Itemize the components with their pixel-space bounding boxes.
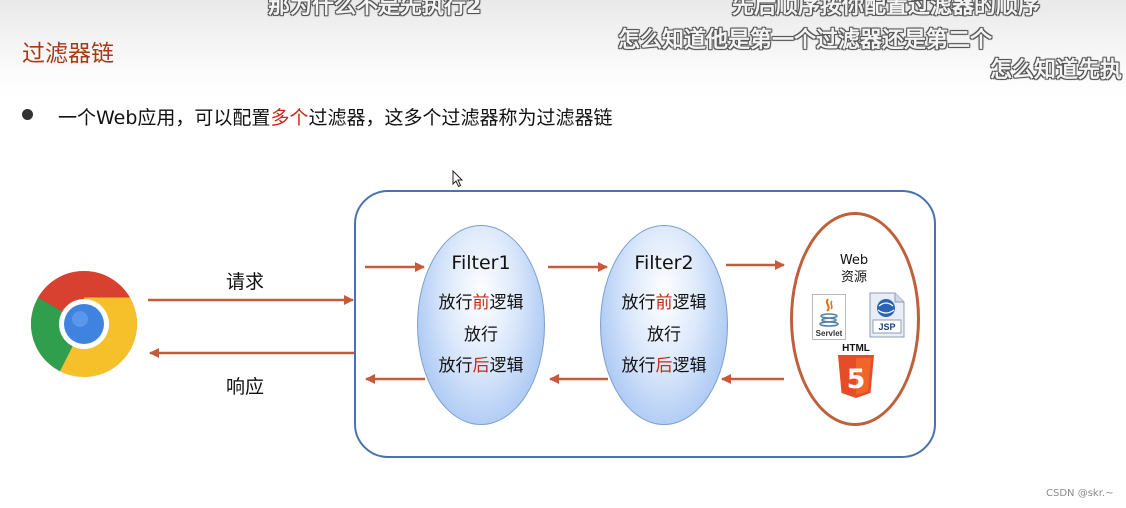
- response-label: 响应: [226, 376, 265, 398]
- filter1-pass: 放行: [464, 325, 498, 345]
- subtitle-line-2: 先后顺序按你配置过滤器的顺序: [732, 0, 1041, 19]
- web-server-container: [354, 190, 936, 458]
- jsp-file-icon: JSP: [869, 292, 905, 338]
- watermark: CSDN @skr.~: [1046, 488, 1114, 499]
- html5-number: 5: [847, 364, 866, 395]
- bullet-text-highlight: 多个: [270, 107, 309, 129]
- html5-icon: HTML 5: [838, 343, 874, 398]
- html-label: HTML: [842, 343, 870, 354]
- video-subtitle-band: [0, 0, 1126, 100]
- subtitle-line-4: 怎么知道先执: [990, 58, 1123, 83]
- request-label: 请求: [226, 271, 265, 293]
- servlet-label: Servlet: [816, 329, 843, 338]
- java-servlet-icon: Servlet: [812, 294, 846, 340]
- filter1-name: Filter1: [451, 252, 511, 274]
- filter2-after-logic: 放行后逻辑: [621, 356, 707, 376]
- subtitle-line-3: 怎么知道他是第一个过滤器还是第二个: [618, 28, 993, 53]
- jsp-label: JSP: [878, 322, 895, 332]
- filter1-before-logic: 放行前逻辑: [438, 293, 524, 313]
- bullet-dot: [22, 109, 33, 120]
- filter1-after-logic: 放行后逻辑: [438, 356, 524, 376]
- subtitle-line-1: 那为什么不是先执行2: [268, 0, 482, 19]
- bullet-text-post: 过滤器，这多个过滤器称为过滤器链: [308, 107, 613, 129]
- mouse-cursor-icon: [452, 170, 464, 188]
- filter2-oval: [600, 225, 728, 425]
- bullet-text: 一个Web应用，可以配置多个过滤器，这多个过滤器称为过滤器链: [58, 103, 612, 130]
- filter2-name: Filter2: [634, 252, 694, 274]
- filter1-oval: [417, 225, 545, 425]
- chrome-browser-icon: [31, 270, 138, 378]
- slide-title: 过滤器链: [22, 41, 114, 67]
- filter2-before-logic: 放行前逻辑: [621, 293, 707, 313]
- filter2-pass: 放行: [647, 325, 681, 345]
- bullet-text-pre: 一个Web应用，可以配置: [58, 107, 271, 129]
